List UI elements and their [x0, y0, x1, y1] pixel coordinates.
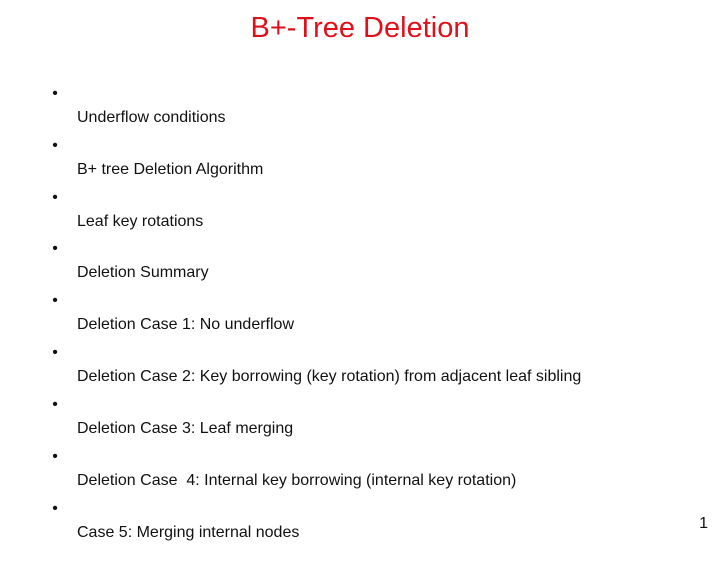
bullet-icon: • — [52, 137, 58, 154]
bullet-text: Case 5: Merging internal nodes — [77, 524, 300, 541]
bullet-list: • Underflow conditions • B+ tree Deletio… — [0, 58, 581, 541]
bullet-item: • Deletion Case 2: Key borrowing (key ro… — [0, 317, 581, 385]
bullet-icon: • — [52, 344, 58, 361]
bullet-text: Deletion Case 2: Key borrowing (key rota… — [77, 368, 582, 385]
page-number: 1 — [699, 515, 708, 532]
bullet-icon: • — [52, 292, 58, 309]
bullet-text: B+ tree Deletion Algorithm — [77, 161, 264, 178]
bullet-item: • B+ tree Deletion Algorithm — [0, 110, 263, 178]
bullet-icon: • — [52, 500, 58, 517]
bullet-item: • Deletion Case 4: Internal key borrowin… — [0, 421, 516, 489]
bullet-item: • Case 5: Merging internal nodes — [0, 473, 299, 541]
bullet-text: Leaf key rotations — [77, 213, 204, 230]
bullet-text: Underflow conditions — [77, 109, 226, 126]
bullet-icon: • — [52, 396, 58, 413]
bullet-icon: • — [52, 85, 58, 102]
bullet-icon: • — [52, 448, 58, 465]
bullet-icon: • — [52, 189, 58, 206]
bullet-item: • Leaf key rotations — [0, 162, 203, 230]
bullet-text: Deletion Summary — [77, 264, 209, 281]
bullet-item: • Underflow conditions — [0, 58, 225, 126]
bullet-icon: • — [52, 240, 58, 257]
slide-title: B+-Tree Deletion — [250, 12, 470, 44]
bullet-item: • Deletion Case 1: No underflow — [0, 265, 294, 333]
bullet-text: Deletion Case 1: No underflow — [77, 316, 295, 333]
bullet-text: Deletion Case 4: Internal key borrowing … — [77, 472, 517, 489]
bullet-item: • Deletion Summary — [0, 213, 208, 281]
bullet-item: • Deletion Case 3: Leaf merging — [0, 369, 293, 437]
bullet-text: Deletion Case 3: Leaf merging — [77, 420, 294, 437]
